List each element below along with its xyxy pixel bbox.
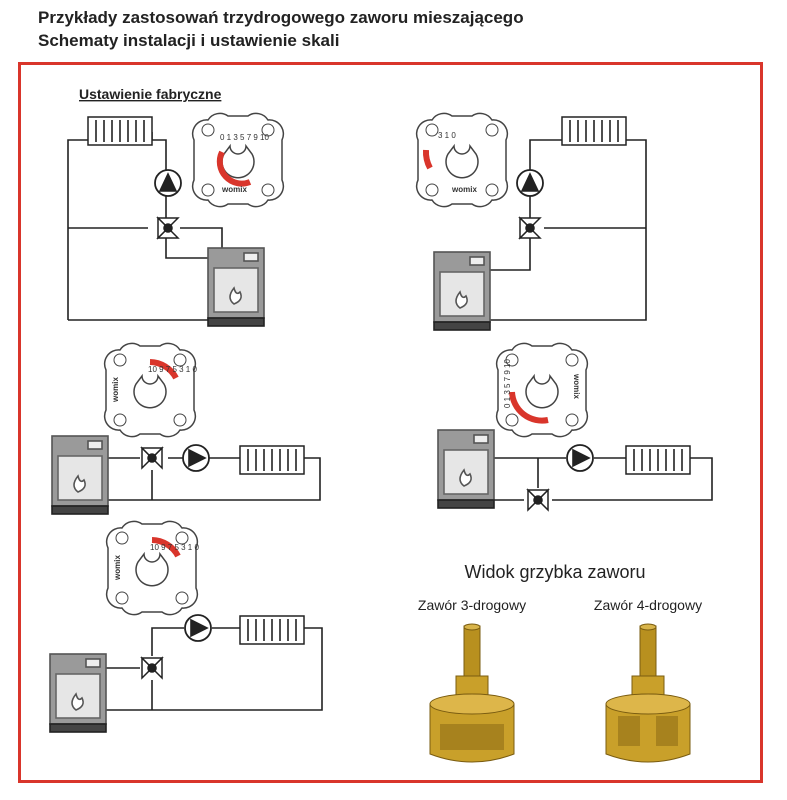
boiler-2 bbox=[433, 251, 491, 331]
dial-4-brand: womix bbox=[572, 373, 581, 399]
page-title: Przykłady zastosowań trzydrogowego zawor… bbox=[38, 8, 524, 27]
dial-4: 0 1 3 5 7 9 10 womix bbox=[495, 342, 589, 438]
boiler-1 bbox=[207, 247, 265, 327]
dial-3: 10 9 7 5 3 1 0 womix bbox=[103, 342, 197, 438]
dial-5-brand: womix bbox=[113, 555, 122, 581]
valve-4way-label: Zawór 4-drogowy bbox=[594, 597, 702, 613]
boiler-4 bbox=[437, 429, 495, 509]
mixing-valve-1 bbox=[157, 217, 179, 239]
dial-5-scale: 10 9 7 5 3 1 0 bbox=[150, 543, 199, 552]
dial-2: 3 1 0 womix bbox=[415, 112, 509, 208]
valve-4way-plug-image bbox=[605, 623, 691, 763]
mixing-valve-4 bbox=[527, 489, 549, 511]
radiator-2 bbox=[561, 116, 627, 146]
dial-3-scale: 10 9 7 5 3 1 0 bbox=[148, 365, 197, 374]
dial-2-brand: womix bbox=[451, 185, 477, 194]
dial-1: 0 1 3 5 7 9 10 womix bbox=[191, 112, 285, 208]
page-subtitle: Schematy instalacji i ustawienie skali bbox=[38, 31, 340, 50]
boiler-5 bbox=[49, 653, 107, 733]
diagram-frame bbox=[18, 62, 763, 783]
pump-1 bbox=[154, 169, 182, 197]
schematic-4 bbox=[437, 429, 713, 511]
dial-3-brand: womix bbox=[111, 377, 120, 403]
dial-1-scale: 0 1 3 5 7 9 10 bbox=[220, 133, 269, 142]
dial-1-brand: womix bbox=[221, 185, 247, 194]
factory-setting-label: Ustawienie fabryczne bbox=[79, 86, 222, 102]
schematic-3 bbox=[51, 435, 321, 515]
boiler-3 bbox=[51, 435, 109, 515]
valve-3way-label: Zawór 3-drogowy bbox=[418, 597, 526, 613]
radiator-4 bbox=[625, 445, 691, 475]
mixing-valve-5 bbox=[141, 657, 163, 679]
dial-5: 10 9 7 5 3 1 0 womix bbox=[105, 520, 199, 616]
schematic-5 bbox=[49, 614, 323, 733]
pump-3 bbox=[182, 444, 210, 472]
dial-4-scale: 0 1 3 5 7 9 10 bbox=[503, 359, 512, 408]
mixing-valve-2 bbox=[519, 217, 541, 239]
schematic-1 bbox=[67, 116, 265, 327]
mixing-valve-3 bbox=[141, 447, 163, 469]
pump-4 bbox=[566, 444, 594, 472]
pump-2 bbox=[516, 169, 544, 197]
valve-3way-plug-image bbox=[429, 623, 515, 763]
valve-view-title: Widok grzybka zaworu bbox=[464, 562, 645, 582]
pump-5 bbox=[184, 614, 212, 642]
dial-2-scale: 3 1 0 bbox=[438, 131, 456, 140]
schematic-2 bbox=[433, 116, 647, 331]
radiator-3 bbox=[239, 445, 305, 475]
radiator-1 bbox=[87, 116, 153, 146]
radiator-5 bbox=[239, 615, 305, 645]
